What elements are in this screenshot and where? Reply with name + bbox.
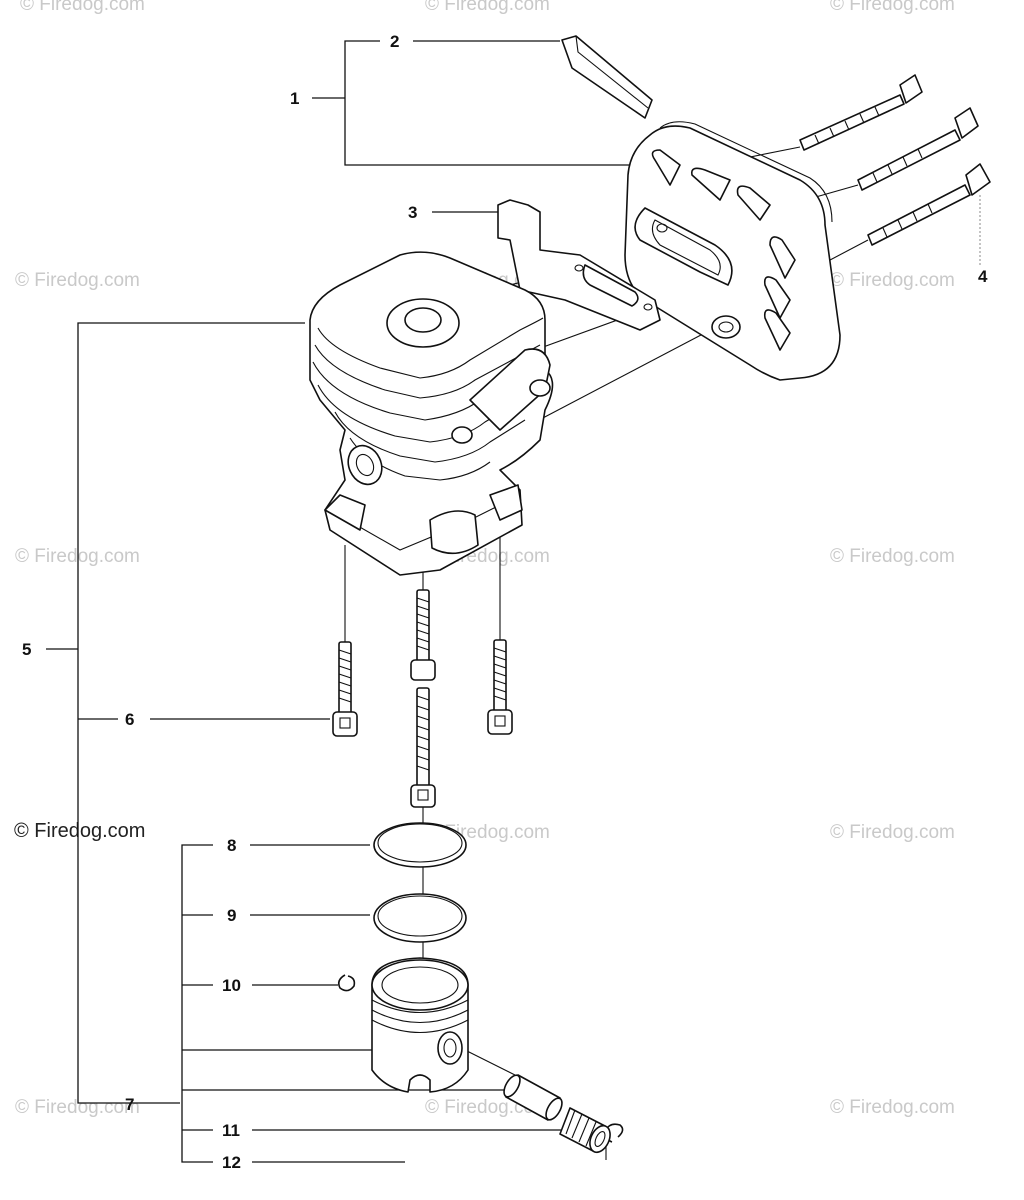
piston	[371, 957, 469, 1093]
watermark: © Firedog.com	[15, 270, 140, 291]
bolt	[857, 107, 979, 191]
heat-shield	[561, 35, 653, 119]
muffler-gasket	[497, 199, 661, 331]
watermark: © Firedog.com	[830, 822, 955, 843]
callout-labels: 1 2 3 4 5 6 7 8 9 10 11 12	[22, 32, 988, 1172]
needle-bearing	[559, 1107, 611, 1154]
callout-4: 4	[978, 267, 988, 286]
callout-3: 3	[408, 203, 417, 222]
bolt	[867, 163, 991, 246]
watermark: © Firedog.com	[830, 546, 955, 567]
watermarks: © Firedog.com © Firedog.com © Firedog.co…	[14, 0, 955, 1118]
muffler	[624, 121, 841, 381]
bolt	[487, 639, 513, 735]
callout-7: 7	[125, 1095, 134, 1114]
callout-11: 11	[222, 1121, 240, 1140]
bolt	[410, 687, 436, 808]
muffler-bolts	[799, 74, 991, 246]
callout-5: 5	[22, 640, 31, 659]
main-watermark: © Firedog.com	[14, 820, 145, 842]
piston-pin	[503, 1074, 563, 1121]
cylinder-bolts	[332, 589, 513, 808]
bolt	[799, 74, 923, 151]
cylinder	[309, 251, 554, 576]
bolt	[332, 641, 358, 737]
callout-10: 10	[222, 976, 241, 995]
watermark: © Firedog.com	[15, 1097, 140, 1118]
callout-8: 8	[227, 836, 236, 855]
watermark: © Firedog.com	[425, 0, 550, 15]
callout-9: 9	[227, 906, 236, 925]
watermark: © Firedog.com	[830, 270, 955, 291]
watermark: © Firedog.com	[20, 0, 145, 15]
bolt	[410, 589, 436, 681]
piston-rings	[373, 822, 467, 943]
watermark: © Firedog.com	[830, 1097, 955, 1118]
callout-6: 6	[125, 710, 134, 729]
callout-12: 12	[222, 1153, 241, 1172]
callout-1: 1	[290, 89, 299, 108]
watermark: © Firedog.com	[830, 0, 955, 15]
callout-2: 2	[390, 32, 399, 51]
